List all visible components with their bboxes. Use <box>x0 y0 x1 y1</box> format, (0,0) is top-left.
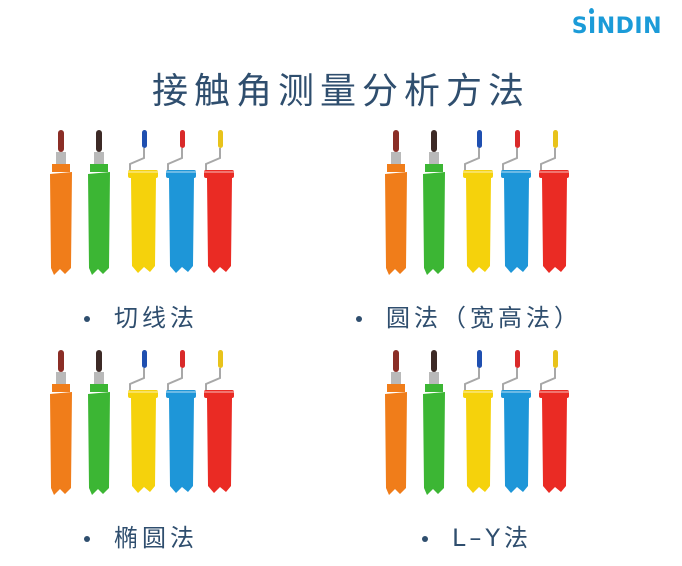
paint-stroke <box>501 350 531 493</box>
paint-brushes-image <box>48 128 243 278</box>
method-ellipse: 椭圆法 <box>84 518 198 553</box>
paint-brushes-image <box>48 348 243 498</box>
bullet-icon <box>84 316 90 322</box>
paint-stroke <box>539 350 569 493</box>
paint-stroke <box>385 130 407 275</box>
paint-stroke <box>50 130 72 275</box>
paint-stroke <box>88 350 110 495</box>
method-label: L–Y法 <box>452 524 533 552</box>
method-circle: 圆法（宽高法） <box>356 298 582 333</box>
logo-text: SINDIN <box>571 14 662 39</box>
paint-stroke <box>423 350 445 495</box>
paint-stroke <box>166 350 196 493</box>
bullet-icon <box>84 536 90 542</box>
paint-stroke <box>204 130 234 273</box>
page-title: 接触角测量分析方法 <box>151 71 530 112</box>
method-label: 椭圆法 <box>114 524 198 552</box>
paint-stroke <box>50 350 72 495</box>
paint-stroke <box>501 130 531 273</box>
logo-drop-icon <box>588 8 594 14</box>
bullet-icon <box>422 536 428 542</box>
paint-brushes-image <box>383 128 578 278</box>
paint-brushes-image <box>383 348 578 498</box>
paint-stroke <box>166 130 196 273</box>
paint-stroke <box>423 130 445 275</box>
paint-stroke <box>463 130 493 273</box>
paint-stroke <box>204 350 234 493</box>
paint-stroke <box>539 130 569 273</box>
method-label: 切线法 <box>114 304 198 332</box>
method-ly: L–Y法 <box>422 518 532 553</box>
paint-stroke <box>128 350 158 493</box>
paint-stroke <box>463 350 493 493</box>
paint-stroke <box>385 350 407 495</box>
method-label: 圆法（宽高法） <box>386 304 582 332</box>
method-tangent: 切线法 <box>84 298 198 333</box>
brand-logo: SINDIN <box>571 8 662 39</box>
paint-stroke <box>88 130 110 275</box>
bullet-icon <box>356 316 362 322</box>
paint-stroke <box>128 130 158 273</box>
